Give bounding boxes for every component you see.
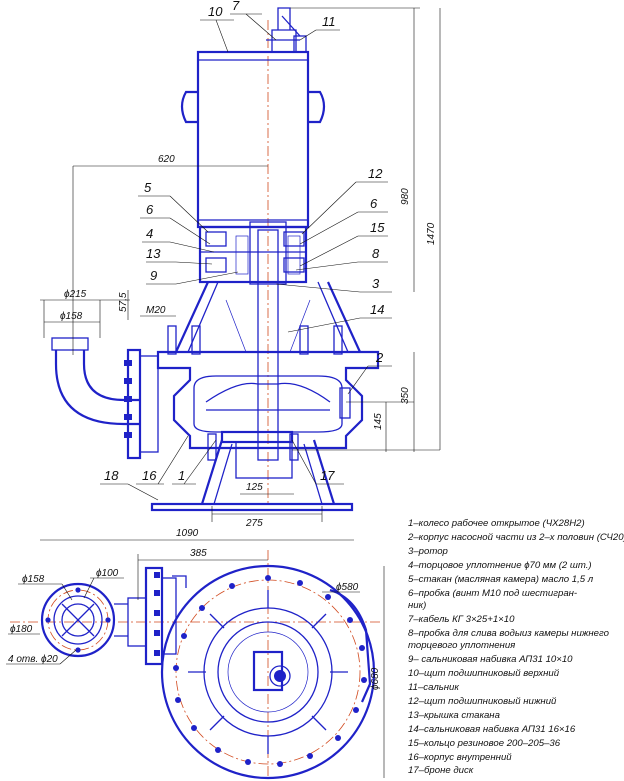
callouts: 10 7 11 5 6 4 13 9 12 6 15 8 3 14 2 18 1… [100, 0, 392, 501]
legend-line: 2–корпус насосной части из 2–х половин (… [407, 532, 624, 543]
dim-125: 125 [246, 482, 263, 493]
callout-9: 9 [150, 268, 157, 283]
dim-57-5: 57,5 [118, 292, 129, 312]
dim-phi680: ϕ680 [370, 667, 381, 690]
legend-line: 14–сальниковая набивка АП31 16×16 [408, 724, 576, 735]
callout-6-left: 6 [146, 202, 154, 217]
legend-line: 8–пробка для слива водыиз камеры нижнего [408, 628, 610, 639]
dim-980: 980 [400, 188, 411, 205]
legend-line: 6–пробка (винт М10 под шестигран- [408, 588, 577, 599]
dim-275: 275 [245, 518, 263, 529]
base-plate [150, 502, 354, 512]
casing-outline [160, 564, 376, 780]
dim-145: 145 [373, 413, 384, 430]
dim-385: 385 [190, 548, 207, 559]
dim-phi100: ϕ100 [96, 568, 119, 579]
seal-chamber [198, 225, 308, 284]
dim-phi580: ϕ580 [336, 582, 359, 593]
top-dimensions: 385 ϕ158 ϕ100 ϕ180 4 отв. ϕ20 ϕ580 ϕ680 [6, 548, 385, 778]
dim-phi158-top: ϕ158 [22, 574, 45, 585]
legend-line: 4–торцовое уплотнение ϕ70 мм (2 шт.) [408, 560, 592, 571]
callout-1: 1 [178, 468, 185, 483]
dim-1470: 1470 [426, 222, 437, 245]
legend-line: 1–колесо рабочее открытое (ЧХ28Н2) [408, 518, 585, 529]
callout-8: 8 [372, 246, 380, 261]
callout-14: 14 [370, 302, 384, 317]
dim-phi215: ϕ215 [64, 289, 87, 300]
callout-5: 5 [144, 180, 152, 195]
callout-6-right: 6 [370, 196, 378, 211]
callout-11: 11 [322, 14, 336, 29]
callout-7: 7 [232, 0, 240, 13]
legend-line: ник) [408, 600, 426, 611]
legend-line: 9– сальниковая набивка АП31 10×10 [408, 654, 573, 665]
lifting-handle-left [180, 90, 198, 124]
callout-3: 3 [372, 276, 380, 291]
front-section-view [51, 7, 420, 512]
legend-line: 17–броне диск [408, 765, 474, 776]
callout-12: 12 [368, 166, 383, 181]
callout-16: 16 [142, 468, 157, 483]
legend-line: 13–крышка стакана [408, 710, 500, 721]
front-dimensions: 620 980 1470 350 145 ϕ215 ϕ158 57,5 М20 … [40, 8, 441, 541]
flange-bolt-holes [173, 575, 367, 767]
callout-4: 4 [146, 226, 153, 241]
dim-phi158: ϕ158 [60, 311, 83, 322]
legend-line: 5–стакан (масляная камера) масло 1,5 л [408, 574, 594, 585]
pump-casing [156, 350, 380, 450]
stand-legs [200, 439, 336, 505]
dim-620: 620 [158, 154, 175, 165]
callout-17: 17 [320, 468, 335, 483]
lifting-handle-right [308, 90, 326, 124]
legend-line: 11–сальник [408, 682, 459, 693]
dim-350: 350 [400, 387, 411, 404]
volute-interior [193, 375, 343, 433]
dim-1090: 1090 [176, 528, 199, 539]
legend-line: 16–корпус внутренний [408, 752, 512, 763]
callout-13: 13 [146, 246, 161, 261]
callout-15: 15 [370, 220, 385, 235]
parts-legend: 1–колесо рабочее открытое (ЧХ28Н2) 2–кор… [407, 518, 624, 776]
support-cone [174, 281, 362, 353]
legend-line: 15–кольцо резиновое 200–205–36 [408, 738, 561, 749]
suction-flange [40, 582, 116, 658]
top-view [10, 550, 380, 780]
legend-line: 7–кабель КГ 3×25+1×10 [408, 614, 515, 625]
legend-line: торцевого уплотнения [408, 640, 515, 651]
callout-2: 2 [375, 350, 384, 365]
cable-gland [271, 7, 297, 53]
dim-holes: 4 отв. ϕ20 [8, 654, 58, 665]
legend-line: 10–щит подшипниковый верхний [408, 668, 560, 679]
pipe-flange [126, 348, 142, 460]
rotor-shaft [257, 229, 279, 461]
discharge-pipe [54, 350, 140, 426]
dim-phi180: ϕ180 [10, 624, 33, 635]
legend-line: 12–щит подшипниковый нижний [408, 696, 557, 707]
impeller [205, 382, 331, 411]
callout-18: 18 [104, 468, 119, 483]
dim-m20: М20 [146, 305, 166, 316]
callout-10: 10 [208, 4, 223, 19]
motor-housing [196, 50, 310, 229]
legend-line: 3–ротор [408, 546, 449, 557]
